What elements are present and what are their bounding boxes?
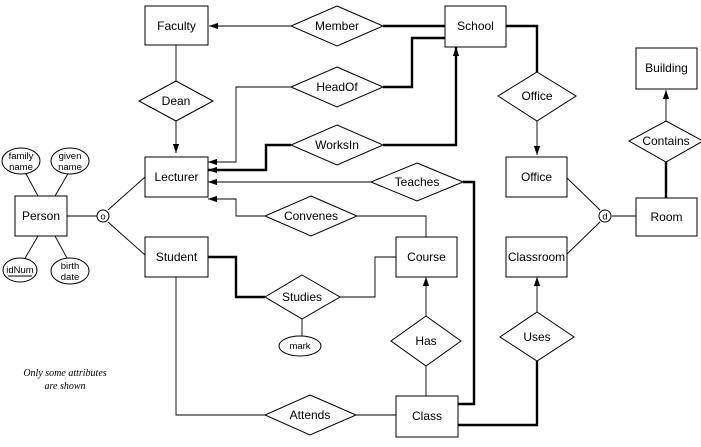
entity-course: Course (395, 236, 458, 278)
attributes-note: Only some attributes are shown (23, 368, 106, 392)
attr-given-name-line2: name (58, 162, 82, 173)
rel-office: Office (497, 71, 577, 122)
rel-attends: Attends (263, 394, 358, 436)
attributes-note-line2: are shown (44, 381, 85, 392)
entity-lecturer-label: Lecturer (154, 170, 198, 184)
rel-worksin: WorksIn (289, 124, 385, 166)
attr-family-name-line1: family (9, 151, 34, 162)
school-to-office-rel-line (506, 24, 539, 72)
entity-student-label: Student (156, 250, 198, 264)
attr-birth-date-line2: date (61, 272, 80, 283)
rel-contains: Contains (627, 120, 701, 163)
entity-faculty: Faculty (144, 5, 209, 46)
entity-classroom-label: Classroom (508, 250, 565, 264)
worksin-to-lecturer-line (208, 143, 291, 174)
rel-has: Has (390, 315, 462, 367)
entity-faculty-label: Faculty (157, 19, 196, 33)
entity-room: Room (635, 197, 698, 237)
entity-lecturer: Lecturer (144, 156, 209, 198)
student-to-studies-line (208, 255, 265, 299)
entity-school: School (444, 5, 507, 48)
attr-given-name: given name (50, 147, 90, 175)
rel-attends-label: Attends (290, 408, 331, 422)
attr-mark-label: mark (289, 341, 310, 352)
entity-office: Office (505, 156, 568, 198)
entity-school-label: School (457, 19, 494, 33)
given-name-line (54, 171, 70, 197)
attributes-note-line1: Only some attributes (23, 368, 106, 379)
entity-building-label: Building (645, 61, 688, 75)
rel-teaches-label: Teaches (395, 175, 440, 189)
entity-person-label: Person (22, 209, 60, 223)
rel-uses-label: Uses (523, 330, 550, 344)
entity-office-label: Office (521, 170, 552, 184)
rel-studies: Studies (264, 274, 341, 320)
attr-birth-date-line1: birth (61, 261, 79, 272)
rel-contains-label: Contains (642, 134, 689, 148)
attr-family-name-line2: name (9, 162, 33, 173)
rel-convenes: Convenes (263, 195, 359, 237)
rel-teaches: Teaches (369, 162, 465, 202)
attr-given-name-line1: given (59, 151, 82, 162)
o-circle-to-lecturer-line (107, 176, 146, 211)
rel-member-label: Member (315, 19, 359, 33)
entity-class-label: Class (412, 409, 442, 423)
convenes-to-course-line (357, 215, 427, 237)
connector-lines (23, 22, 670, 427)
student-to-attends-line (175, 277, 265, 416)
rel-office-label: Office (521, 89, 552, 103)
headof-to-school-line (383, 36, 445, 89)
spec-room-disjoint: d (598, 209, 612, 223)
rel-uses: Uses (499, 311, 575, 362)
d-circle-to-office-line (565, 176, 601, 211)
spec-person-overlap-label: o (100, 212, 105, 223)
attr-family-name: family name (1, 147, 41, 175)
attr-idnum: idNum (2, 257, 38, 283)
rel-worksin-label: WorksIn (315, 138, 359, 152)
entity-person: Person (14, 195, 68, 237)
rel-dean-label: Dean (162, 94, 191, 108)
spec-person-overlap: o (96, 209, 110, 223)
teaches-to-class-line (458, 180, 476, 406)
attr-mark: mark (278, 335, 322, 357)
attr-idnum-label: idNum (6, 265, 34, 276)
entity-class: Class (395, 395, 459, 438)
idnum-line (23, 235, 39, 261)
entity-building: Building (635, 47, 698, 90)
rel-dean: Dean (137, 80, 215, 122)
family-name-line (24, 171, 39, 197)
entity-classroom: Classroom (505, 236, 568, 278)
rel-has-label: Has (415, 334, 436, 348)
birth-date-line (54, 235, 69, 261)
attr-birth-date: birth date (50, 257, 90, 285)
d-circle-to-classroom-line (565, 221, 601, 256)
entity-room-label: Room (650, 210, 682, 224)
o-circle-to-student-line (107, 221, 146, 256)
rel-member: Member (289, 5, 385, 47)
rel-headof: HeadOf (289, 66, 385, 108)
rel-headof-label: HeadOf (316, 80, 358, 94)
rel-studies-label: Studies (282, 290, 322, 304)
spec-room-disjoint-label: d (602, 212, 607, 223)
headof-to-lecturer-line (208, 86, 291, 166)
entity-course-label: Course (407, 250, 446, 264)
rel-convenes-label: Convenes (284, 209, 338, 223)
worksin-to-school-line (383, 47, 460, 147)
entity-student: Student (144, 236, 209, 278)
studies-to-course-line (340, 256, 396, 298)
class-to-uses-line (458, 361, 539, 427)
convenes-to-lecturer-line (208, 195, 265, 217)
